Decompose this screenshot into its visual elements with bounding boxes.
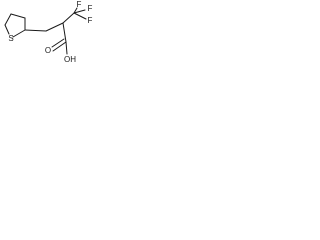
- bond-c-o-double-b: [51, 38, 65, 48]
- trifluoromethyl-group: [73, 7, 87, 20]
- fluorine-top-label: F: [77, 0, 82, 9]
- fluorine-upper-right-label: F: [88, 4, 93, 13]
- chemical-structure-canvas: S F F F O OH: [0, 0, 106, 71]
- hydroxyl-label: OH: [64, 55, 76, 64]
- bond-calpha-ccarboxyl: [62, 22, 67, 43]
- bond-c-f-right: [73, 12, 87, 20]
- bond-c5-s: [4, 24, 10, 35]
- bond-c2-ch2: [24, 29, 47, 32]
- bond-ch2-calpha: [45, 22, 64, 32]
- bond-calpha-cf3: [62, 12, 75, 24]
- bond-c3-c4: [10, 13, 26, 19]
- bond-c-f-upper-right: [73, 9, 86, 14]
- side-chain: [24, 12, 75, 43]
- bond-c4-c5: [4, 13, 12, 26]
- bond-c-f-top: [73, 7, 78, 14]
- carbonyl-oxygen-label: O: [45, 46, 51, 55]
- bond-c-o-double-a: [52, 41, 67, 52]
- sulfur-atom-label: S: [8, 34, 13, 43]
- carboxyl-group: [51, 38, 68, 55]
- fluorine-right-label: F: [88, 16, 93, 25]
- bond-c-oh: [65, 41, 68, 55]
- molecule-diagram: S F F F O OH: [4, 0, 93, 64]
- thiolane-ring: [4, 13, 26, 38]
- bond-s-c2: [12, 29, 26, 38]
